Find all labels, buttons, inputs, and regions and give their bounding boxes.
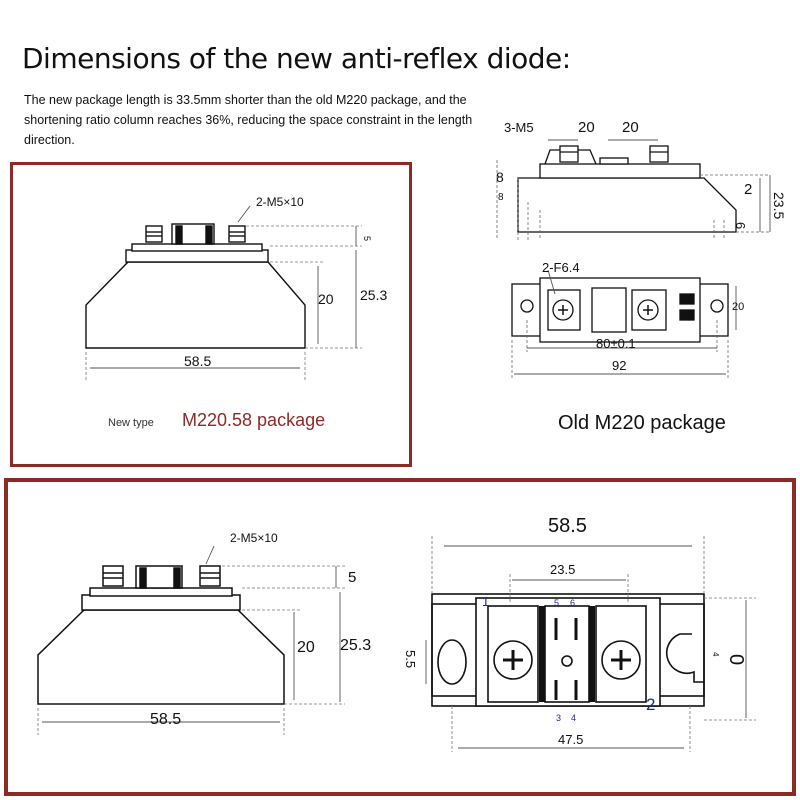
old-dim-92: 92	[612, 358, 626, 373]
old-dim-8b: 8	[498, 192, 504, 203]
page-title: Dimensions of the new anti-reflex diode:	[22, 42, 571, 75]
description-text: The new package length is 33.5mm shorter…	[24, 93, 473, 147]
new-type-small-label: New type	[108, 417, 154, 429]
old-dim-6: 6	[733, 222, 748, 229]
new-dim-25-3: 25.3	[360, 287, 387, 303]
new-dim-20: 20	[318, 291, 334, 307]
top-dim-58-5: 58.5	[548, 515, 587, 537]
old-dim-80: 80±0.1	[596, 336, 636, 351]
pin-label-5: 5	[554, 598, 559, 608]
pin-label-4: 4	[571, 713, 576, 723]
pin-label-3: 3	[556, 713, 561, 723]
old-dim-8a: 8	[496, 169, 504, 185]
top-dim-4: 4	[711, 652, 720, 657]
bottom-screw-label: 2-M5×10	[230, 531, 278, 545]
new-dim-5: 5	[362, 236, 372, 241]
top-dim-23-5: 23.5	[550, 562, 575, 577]
bottom-dim-25-3: 25.3	[340, 637, 371, 654]
bottom-dim-58-5: 58.5	[150, 711, 181, 728]
old-dim-20a: 20	[578, 119, 595, 136]
old-dim-23-5: 23.5	[771, 192, 787, 219]
bottom-dim-20: 20	[297, 639, 315, 656]
bottom-dim-5: 5	[348, 569, 356, 586]
new-type-frame	[10, 162, 412, 467]
old-dim-20-right: 20	[732, 301, 744, 313]
old-dim-20b: 20	[622, 119, 639, 136]
top-dim-5-5: 5.5	[403, 650, 418, 668]
new-type-package-label: M220.58 package	[182, 410, 326, 430]
top-dim-0: 0	[725, 654, 747, 665]
new-screw-label: 2-M5×10	[256, 195, 304, 209]
old-dim-2: 2	[744, 181, 752, 198]
bottom-frame	[4, 478, 796, 796]
old-hole-label: 2-F6.4	[542, 260, 580, 275]
pin-label-1: 1	[482, 594, 489, 609]
pin-label-2: 2	[646, 695, 655, 714]
pin-label-6: 6	[570, 598, 575, 608]
old-package-label: Old M220 package	[558, 412, 726, 434]
old-screw-label: 3-M5	[504, 120, 534, 135]
new-dim-58-5: 58.5	[184, 353, 211, 369]
top-dim-47-5: 47.5	[558, 732, 583, 747]
